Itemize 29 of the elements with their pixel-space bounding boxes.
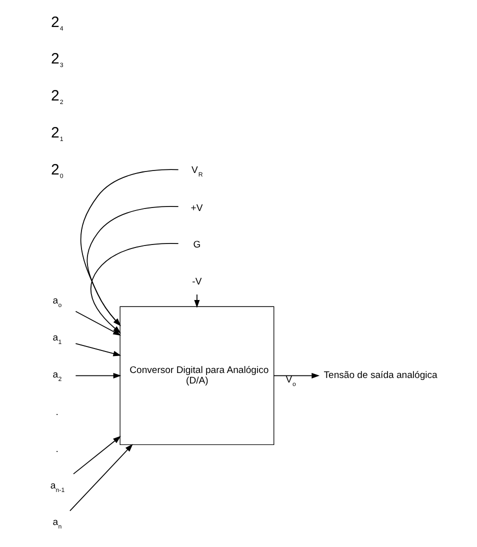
- arrow: [86, 206, 178, 326]
- arrow: [80, 169, 178, 326]
- node-text: a$_{n-1}$: [50, 480, 64, 494]
- label: 2$_{1}$: [50, 124, 63, 144]
- label: 2$_{4}$: [50, 14, 63, 32]
- node-text: a$_{1}$: [52, 332, 62, 346]
- arrow: [74, 372, 121, 378]
- label: .: [55, 407, 58, 418]
- node-text: Tensão de saída analógica: [323, 370, 437, 382]
- node-box: Conversor Digital para Analógico (D/A): [119, 306, 274, 446]
- node-text: a$_{o}$: [52, 296, 62, 310]
- arrow: [74, 343, 121, 356]
- arrow: [90, 242, 178, 334]
- label: .: [55, 444, 58, 456]
- node-text: -V: [192, 276, 202, 288]
- arrow: [74, 310, 121, 336]
- node-text: +V: [190, 202, 202, 214]
- arrow: [72, 436, 120, 474]
- arrow: [69, 444, 132, 512]
- node-text: a$_{n}$: [52, 517, 62, 531]
- arrow: [194, 294, 200, 308]
- label: 2$_{0}$: [50, 161, 63, 180]
- node-text: G: [192, 240, 200, 251]
- label: 2$_{2}$: [50, 88, 63, 106]
- node-text: a$_{2}$: [52, 370, 62, 384]
- edge-label: V$_{o}$: [285, 374, 296, 388]
- label: 2$_{3}$: [50, 50, 63, 70]
- arrow: [272, 372, 320, 378]
- node-text: V$_{R}$: [190, 165, 202, 179]
